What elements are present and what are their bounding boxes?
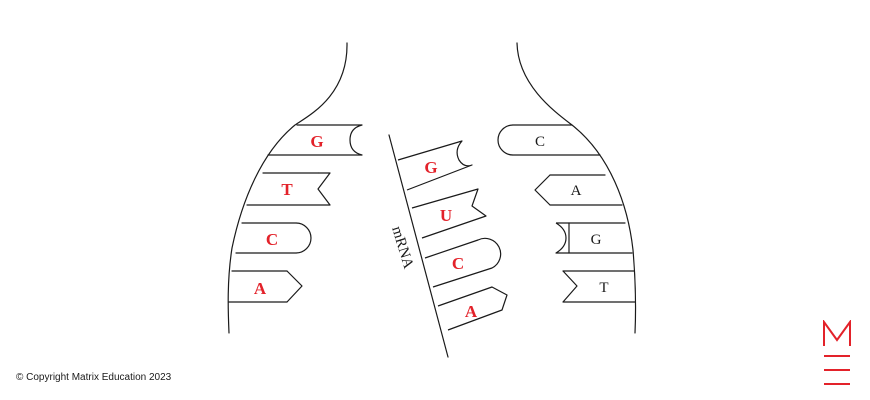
right-base-t: T bbox=[599, 280, 608, 296]
mrna-shape-u bbox=[411, 188, 487, 239]
left-shape-c bbox=[295, 222, 312, 254]
mrna-shape-g bbox=[397, 140, 473, 191]
matrix-m-logo-icon bbox=[823, 320, 851, 385]
left-base-c: C bbox=[266, 230, 278, 249]
right-base-c: C bbox=[535, 134, 545, 150]
mrna-base-c: C bbox=[452, 254, 464, 273]
right-strand-backbone bbox=[516, 42, 637, 334]
left-shape-t bbox=[317, 172, 331, 206]
left-base-g: G bbox=[310, 132, 323, 151]
mrna-shape-c bbox=[424, 237, 502, 288]
copyright-text: © Copyright Matrix Education 2023 bbox=[16, 372, 172, 383]
right-shape-g bbox=[555, 222, 570, 254]
right-base-a: A bbox=[571, 183, 582, 199]
mrna-backbone bbox=[388, 134, 449, 358]
right-shape-c bbox=[497, 124, 514, 156]
mrna-base-u: U bbox=[440, 206, 452, 225]
left-shape-g bbox=[349, 124, 363, 156]
right-shape-a bbox=[534, 174, 551, 206]
left-base-a: A bbox=[254, 279, 267, 298]
left-shape-a bbox=[286, 270, 303, 303]
mrna-base-a: A bbox=[465, 302, 478, 321]
right-shape-t bbox=[562, 270, 578, 303]
left-strand-backbone bbox=[227, 42, 348, 334]
left-base-t: T bbox=[281, 180, 293, 199]
mrna-label: mRNA bbox=[388, 224, 416, 270]
mrna-shape-a bbox=[437, 286, 508, 331]
right-base-g: G bbox=[591, 232, 602, 248]
mrna-base-g: G bbox=[424, 158, 437, 177]
